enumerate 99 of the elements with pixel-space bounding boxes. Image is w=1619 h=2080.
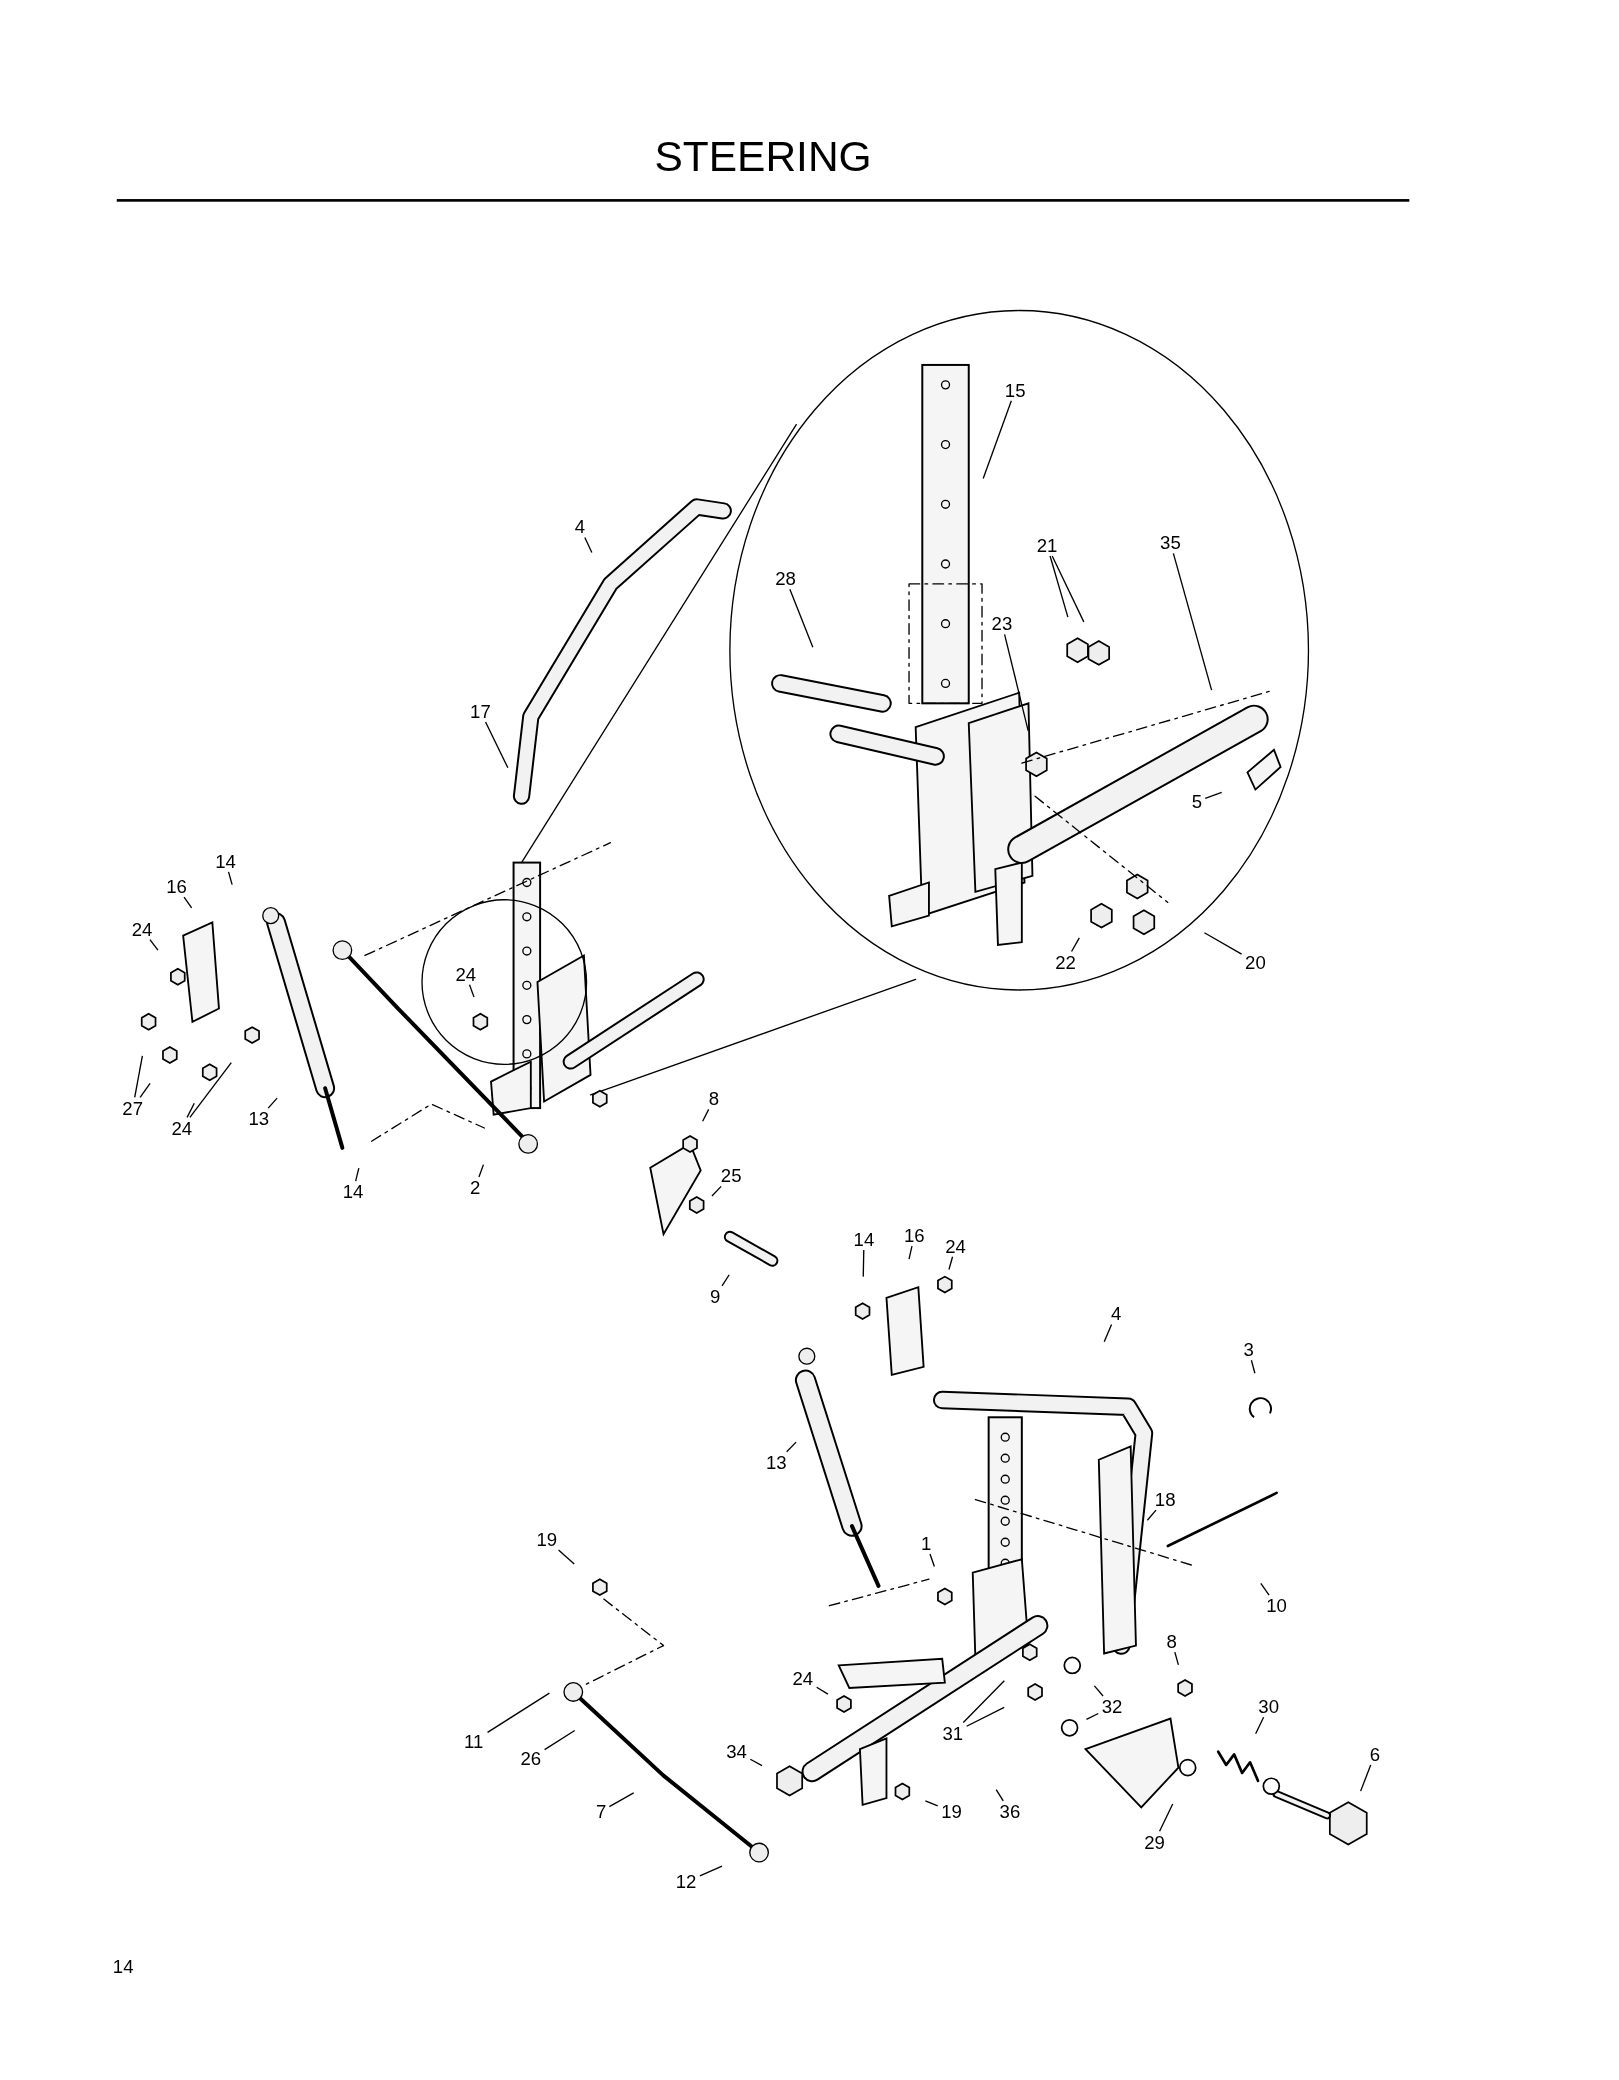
callout-number: 22 — [1055, 951, 1076, 973]
callout-number: 30 — [1258, 1695, 1279, 1718]
callout-number: 14 — [215, 850, 236, 872]
leader-line — [982, 400, 1012, 480]
callout-number: 8 — [1166, 1630, 1177, 1653]
leader-line — [1174, 1651, 1180, 1666]
leader-line — [186, 1102, 195, 1119]
leader-line — [1003, 633, 1029, 732]
leader-line — [702, 1108, 710, 1122]
leader-line — [1172, 552, 1213, 691]
leader-line — [486, 1692, 551, 1733]
callout-number: 24 — [131, 918, 153, 940]
callout-number: 6 — [1369, 1743, 1380, 1765]
leader-line — [1085, 1712, 1099, 1721]
callout-number: 35 — [1160, 532, 1181, 554]
leader-line — [1203, 932, 1243, 955]
leader-line — [816, 1686, 829, 1695]
callout-number: 10 — [1266, 1595, 1287, 1617]
leader-line — [1204, 791, 1223, 800]
callout-number: 4 — [1110, 1303, 1122, 1325]
callout-number: 20 — [1245, 951, 1266, 973]
callout-number: 26 — [520, 1747, 542, 1769]
callout-number: 14 — [853, 1228, 875, 1251]
leader-line — [557, 1549, 575, 1565]
leader-line — [965, 1706, 1005, 1727]
leader-line — [1146, 1509, 1157, 1521]
callout-number: 18 — [1154, 1488, 1176, 1511]
callout-number: 5 — [1191, 790, 1203, 813]
leader-line — [929, 1553, 936, 1568]
callout-number: 32 — [1101, 1695, 1123, 1718]
leader-line — [962, 1680, 1005, 1724]
callout-number: 28 — [775, 568, 796, 590]
leader-line — [908, 1245, 913, 1260]
leader-line — [484, 721, 509, 769]
leader-line — [786, 1441, 797, 1453]
callout-number: 1 — [921, 1532, 932, 1554]
callout-number: 24 — [455, 963, 477, 985]
callout-number: 27 — [122, 1097, 144, 1119]
callout-number: 36 — [999, 1800, 1021, 1823]
leader-line — [183, 896, 193, 909]
callout-number: 16 — [166, 875, 187, 898]
leader-line — [267, 1097, 278, 1109]
page-number: 14 — [112, 1956, 134, 1978]
callout-number: 3 — [1243, 1339, 1254, 1361]
leader-line — [1093, 1685, 1104, 1697]
leader-line — [355, 1167, 360, 1182]
leader-line — [1049, 555, 1069, 618]
callout-number: 21 — [1036, 534, 1058, 557]
leader-line — [227, 871, 233, 886]
callout-number: 19 — [536, 1528, 558, 1550]
leader-line — [1255, 1716, 1265, 1735]
callout-number: 9 — [710, 1285, 721, 1308]
callout-number: 13 — [766, 1451, 787, 1474]
callout-number: 24 — [171, 1117, 193, 1139]
leader-line — [134, 1055, 144, 1099]
leader-line — [1250, 1359, 1256, 1374]
leader-line — [149, 938, 159, 951]
callout-number: 7 — [596, 1800, 607, 1823]
leader-line — [948, 1256, 954, 1271]
callout-number: 25 — [720, 1165, 742, 1187]
leader-line — [1051, 555, 1085, 623]
leader-line — [1103, 1323, 1113, 1343]
leader-line — [995, 1788, 1004, 1802]
callout-number: 4 — [574, 516, 586, 538]
leader-line — [749, 1758, 763, 1767]
callout-number: 2 — [469, 1177, 481, 1199]
callout-number: 31 — [942, 1722, 964, 1744]
leader-line — [468, 984, 475, 998]
callout-number: 16 — [904, 1224, 925, 1247]
callout-number: 23 — [991, 613, 1013, 635]
leader-line — [924, 1800, 939, 1807]
leader-line — [608, 1792, 635, 1808]
leader-line — [789, 588, 814, 648]
callout-number: 24 — [945, 1235, 966, 1257]
leader-line — [139, 1082, 151, 1099]
callout-number: 29 — [1144, 1831, 1165, 1853]
callout-number: 24 — [792, 1668, 814, 1690]
callout-number: 15 — [1004, 379, 1026, 401]
callout-number: 14 — [342, 1181, 364, 1203]
callout-number: 13 — [248, 1108, 270, 1130]
page-title: STEERING — [653, 132, 873, 182]
callout-number: 8 — [708, 1088, 720, 1110]
callout-number: 11 — [464, 1730, 484, 1752]
callout-number: 19 — [941, 1800, 962, 1823]
leader-line — [1260, 1582, 1270, 1596]
leader-line — [862, 1249, 865, 1278]
leader-line — [543, 1729, 576, 1751]
leader-line — [584, 536, 593, 554]
leader-line — [189, 1061, 232, 1119]
leader-line — [1070, 937, 1080, 953]
leader-line — [721, 1274, 730, 1287]
leader-line — [711, 1185, 722, 1197]
leader-line — [1158, 1803, 1174, 1832]
callout-number: 34 — [726, 1741, 747, 1763]
leader-line — [1359, 1764, 1372, 1792]
callout-number: 12 — [675, 1871, 697, 1893]
leader-line — [699, 1865, 723, 1877]
leader-line — [478, 1163, 485, 1178]
callout-number: 17 — [470, 700, 491, 722]
